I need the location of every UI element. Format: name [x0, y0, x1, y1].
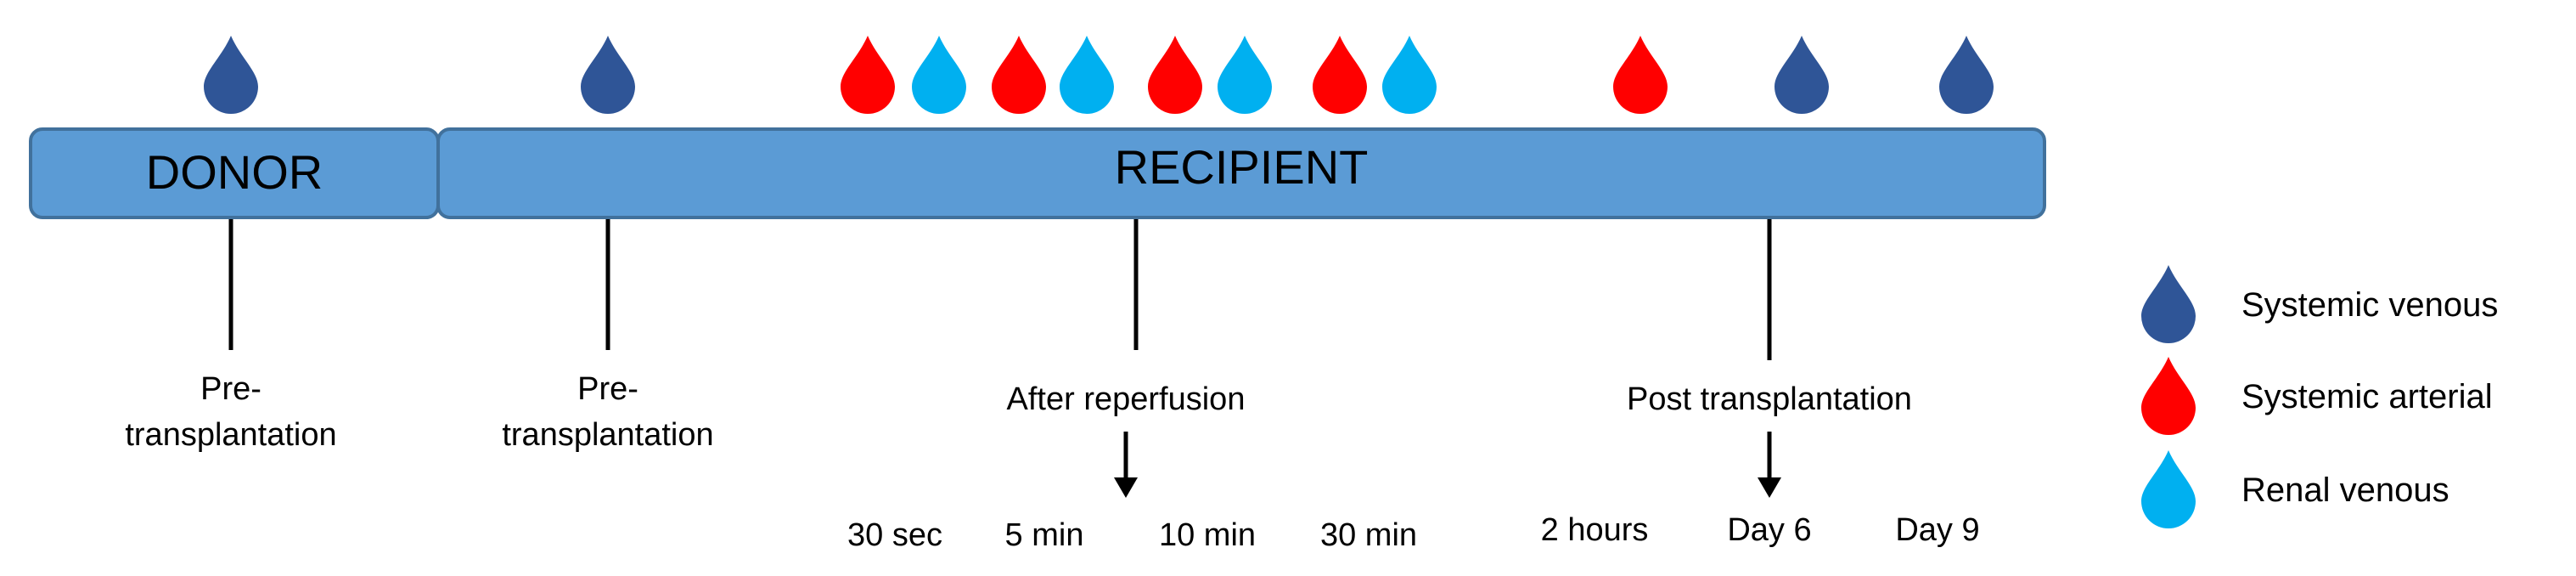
timepoint-label: 5 min: [1005, 517, 1084, 553]
systemic-venous-drop-icon: [581, 36, 635, 114]
legend-label: Renal venous: [2241, 472, 2449, 509]
systemic-arterial-legend-icon: [2141, 357, 2196, 435]
renal-venous-drop-icon: [1382, 36, 1437, 114]
systemic-arterial-drop-icon: [992, 36, 1046, 114]
timepoint-label: Day 9: [1895, 512, 1979, 548]
recipient-label: RECIPIENT: [1115, 140, 1369, 194]
timepoint-label: 30 sec: [847, 517, 942, 553]
sample-drops: [204, 36, 1994, 114]
systemic-venous-legend-icon: [2141, 265, 2196, 343]
systemic-arterial-drop-icon: [1613, 36, 1668, 114]
timepoint-label: 2 hours: [1541, 512, 1649, 548]
renal-venous-drop-icon: [1060, 36, 1114, 114]
systemic-venous-drop-icon: [1939, 36, 1994, 114]
reperfusion-stage-label: After reperfusion: [1007, 381, 1246, 417]
recipient-pre-stage-label-line1: Pre-: [577, 371, 638, 407]
renal-venous-drop-icon: [1218, 36, 1272, 114]
legend-label: Systemic arterial: [2241, 378, 2493, 415]
donor-stage-label-line2: transplantation: [125, 417, 336, 453]
systemic-arterial-drop-icon: [1148, 36, 1202, 114]
recipient-bar: [436, 127, 2046, 219]
timepoint-label: Day 6: [1727, 512, 1811, 548]
systemic-venous-drop-icon: [204, 36, 258, 114]
timepoint-label: 10 min: [1159, 517, 1256, 553]
timepoint-label: 30 min: [1320, 517, 1417, 553]
systemic-arterial-drop-icon: [841, 36, 895, 114]
reperfusion-down-arrow-icon: [1114, 432, 1138, 498]
recipient-pre-stage-label-line2: transplantation: [502, 417, 713, 453]
systemic-venous-drop-icon: [1775, 36, 1829, 114]
renal-venous-drop-icon: [912, 36, 966, 114]
post-down-arrow-icon: [1758, 432, 1781, 498]
renal-venous-legend-icon: [2141, 450, 2196, 528]
post-stage-label: Post transplantation: [1627, 381, 1912, 417]
donor-stage-label-line1: Pre-: [200, 371, 262, 407]
systemic-arterial-drop-icon: [1313, 36, 1367, 114]
legend-label: Systemic venous: [2241, 286, 2498, 324]
donor-label: DONOR: [146, 145, 323, 199]
